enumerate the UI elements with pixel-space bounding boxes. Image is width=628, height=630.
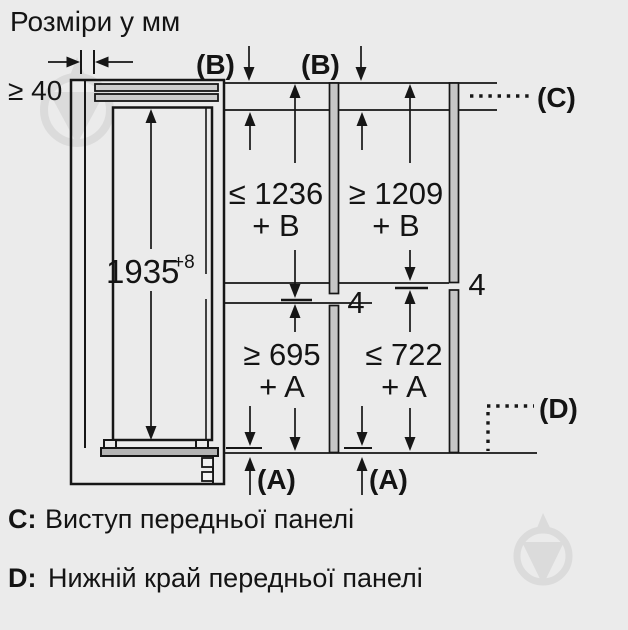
page-title: Розміри у мм bbox=[10, 6, 180, 37]
arrow-up-icon bbox=[289, 84, 301, 98]
upper-right-dimension-add: + B bbox=[372, 208, 419, 243]
arrow-up-icon bbox=[244, 457, 256, 471]
legend-c-text: Виступ передньої панелі bbox=[45, 504, 354, 534]
left-option-upper-panel bbox=[328, 82, 340, 295]
arrow-left-icon bbox=[95, 56, 109, 68]
arrow-down-icon bbox=[289, 437, 301, 451]
vent-grille-slat bbox=[94, 93, 219, 102]
arrow-down-icon bbox=[404, 437, 416, 451]
appliance-foot bbox=[103, 439, 117, 449]
top-clearance-dimension bbox=[48, 50, 133, 74]
upper-left-dimension-value: ≤ 1236 bbox=[229, 176, 324, 211]
arrow-up-icon bbox=[356, 457, 368, 471]
lower-left-dimension-value: ≥ 695 bbox=[243, 337, 320, 372]
b-dimension-arrows bbox=[243, 46, 368, 150]
upper-left-dimension-add: + B bbox=[252, 208, 299, 243]
c-label: (C) bbox=[537, 82, 576, 113]
appliance-niche-outline bbox=[111, 106, 214, 442]
arrow-down-icon bbox=[244, 432, 256, 446]
watermark-bottom-right bbox=[513, 513, 573, 586]
arrow-up-icon bbox=[145, 109, 157, 123]
lower-right-dimension-line bbox=[404, 290, 416, 451]
niche-height-dimension bbox=[145, 109, 157, 440]
right-panel-gap-label: 4 bbox=[468, 267, 485, 302]
watermark-pin-icon bbox=[522, 542, 564, 585]
arrow-down-icon bbox=[356, 432, 368, 446]
arrow-down-icon bbox=[243, 67, 255, 81]
a-label-1: (A) bbox=[257, 464, 296, 495]
legend: C: Виступ передньої панелі D: Нижній кра… bbox=[8, 504, 423, 593]
vent-grille-slat bbox=[94, 83, 219, 92]
legend-d-key: D: bbox=[8, 563, 37, 593]
legend-d-text: Нижній край передньої панелі bbox=[48, 563, 423, 593]
arrow-down-icon bbox=[145, 426, 157, 440]
furniture-panels bbox=[328, 82, 460, 454]
niche-height-tolerance-label: +8 bbox=[173, 252, 195, 273]
b-label-2: (B) bbox=[301, 49, 340, 80]
niche-height-label: 1935 bbox=[106, 253, 179, 290]
appliance-foot bbox=[195, 439, 209, 449]
top-clearance-label: ≥ 40 bbox=[8, 75, 62, 106]
b-label-1: (B) bbox=[196, 49, 235, 80]
upper-right-dimension-value: ≥ 1209 bbox=[349, 176, 444, 211]
arrow-up-icon bbox=[404, 84, 416, 98]
upper-right-dimension-line bbox=[404, 84, 416, 281]
arrow-up-icon bbox=[356, 112, 368, 126]
watermark-stem-icon bbox=[535, 513, 552, 533]
legend-c-key: C: bbox=[8, 504, 37, 534]
lower-left-dimension-line bbox=[289, 304, 301, 451]
arrow-down-icon bbox=[355, 67, 367, 81]
a-label-2: (A) bbox=[369, 464, 408, 495]
right-option-lower-panel bbox=[448, 289, 460, 454]
base-plate bbox=[100, 447, 219, 457]
arrow-right-icon bbox=[66, 56, 80, 68]
arrow-up-icon bbox=[404, 290, 416, 304]
arrow-down-icon bbox=[289, 284, 301, 298]
lower-left-dimension-add: + A bbox=[259, 369, 305, 404]
left-option-lower-panel bbox=[328, 304, 340, 454]
upper-left-dimension-line bbox=[289, 84, 301, 298]
arrow-up-icon bbox=[244, 112, 256, 126]
a-dimension-arrows bbox=[244, 406, 368, 495]
watermark-pin-icon bbox=[49, 92, 105, 144]
arrow-up-icon bbox=[289, 304, 301, 318]
left-panel-gap-label: 4 bbox=[347, 285, 364, 320]
d-label: (D) bbox=[539, 393, 578, 424]
callout-lines bbox=[470, 94, 534, 451]
right-option-upper-panel bbox=[448, 82, 460, 284]
arrow-down-icon bbox=[404, 267, 416, 281]
fridge-cabinet-drawing bbox=[69, 78, 226, 486]
lower-right-dimension-add: + A bbox=[381, 369, 427, 404]
watermark-top-left bbox=[40, 57, 114, 147]
cabinet-outline bbox=[69, 78, 226, 486]
watermark-stem-icon bbox=[68, 57, 87, 81]
hinge-tab bbox=[201, 457, 214, 468]
lower-right-dimension-value: ≤ 722 bbox=[365, 337, 442, 372]
hinge-tab bbox=[201, 471, 214, 482]
